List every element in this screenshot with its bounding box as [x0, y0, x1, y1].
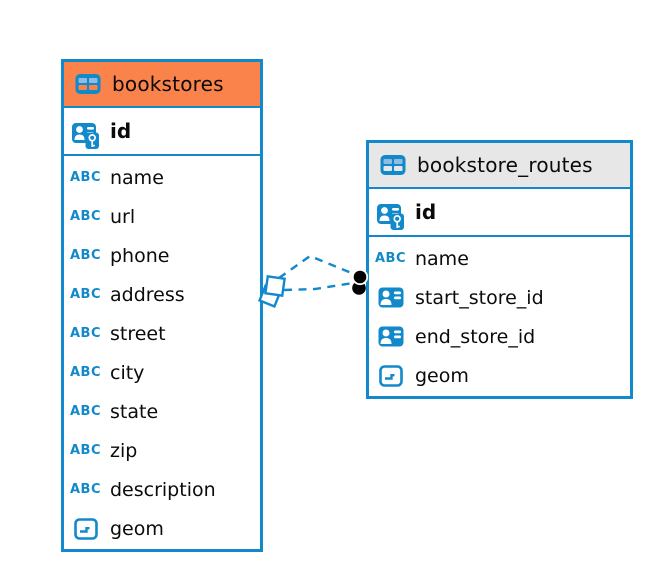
column-name: state [110, 400, 159, 423]
primary-key-icon [375, 202, 406, 230]
text-type-icon: ABC [70, 404, 102, 419]
column-name: address [110, 283, 185, 306]
table-header-bookstore-routes[interactable]: bookstore_routes [369, 143, 630, 189]
column-name: street [110, 322, 166, 345]
column-row[interactable]: ABC description [64, 470, 260, 509]
column-row[interactable]: ABC address [64, 275, 260, 314]
geometry-type-icon [70, 517, 101, 540]
column-name: description [110, 478, 216, 501]
table-name: bookstore_routes [417, 153, 593, 177]
column-name: url [110, 205, 136, 228]
reference-type-icon [375, 287, 406, 308]
column-row[interactable]: geom [64, 509, 260, 548]
text-type-icon: ABC [70, 248, 102, 263]
column-name: end_store_id [415, 325, 536, 348]
column-row[interactable]: ABC url [64, 197, 260, 236]
table-icon [377, 154, 408, 176]
column-row[interactable]: ABC zip [64, 431, 260, 470]
column-row[interactable]: ABC name [369, 239, 630, 278]
column-name: zip [110, 439, 138, 462]
reference-type-icon [375, 326, 406, 347]
column-name: id [110, 119, 132, 143]
text-type-icon: ABC [70, 326, 102, 341]
column-row-id[interactable]: id [369, 189, 630, 237]
geometry-type-icon [375, 364, 406, 387]
text-type-icon: ABC [375, 251, 407, 266]
column-list: ABC name ABC url ABC phone ABC address A… [64, 156, 260, 549]
table-header-bookstores[interactable]: bookstores [64, 62, 260, 108]
column-row-id[interactable]: id [64, 108, 260, 156]
column-row[interactable]: start_store_id [369, 278, 630, 317]
table-bookstore-routes[interactable]: bookstore_routes id ABC [366, 140, 633, 399]
text-type-icon: ABC [70, 443, 102, 458]
text-type-icon: ABC [70, 209, 102, 224]
column-name: geom [110, 517, 164, 540]
column-name: name [110, 166, 164, 189]
text-type-icon: ABC [70, 287, 102, 302]
text-type-icon: ABC [70, 482, 102, 497]
text-type-icon: ABC [70, 365, 102, 380]
column-name: geom [415, 364, 469, 387]
column-name: id [415, 200, 437, 224]
table-name: bookstores [112, 72, 224, 96]
column-row[interactable]: ABC city [64, 353, 260, 392]
column-row[interactable]: geom [369, 356, 630, 395]
column-name: city [110, 361, 145, 384]
table-bookstores[interactable]: bookstores id ABC [61, 59, 263, 552]
column-row[interactable]: ABC phone [64, 236, 260, 275]
primary-key-icon [70, 121, 101, 149]
relationship-line[interactable] [278, 254, 355, 279]
relationship-line[interactable] [283, 281, 354, 292]
text-type-icon: ABC [70, 170, 102, 185]
column-name: start_store_id [415, 286, 544, 309]
column-row[interactable]: end_store_id [369, 317, 630, 356]
column-row[interactable]: ABC name [64, 158, 260, 197]
table-icon [72, 73, 103, 95]
column-row[interactable]: ABC street [64, 314, 260, 353]
column-name: name [415, 247, 469, 270]
column-row[interactable]: ABC state [64, 392, 260, 431]
column-name: phone [110, 244, 170, 267]
relation-diamond-marker[interactable] [264, 275, 286, 297]
relation-circle-marker[interactable] [352, 281, 366, 295]
column-list: ABC name start_store_id [369, 237, 630, 396]
